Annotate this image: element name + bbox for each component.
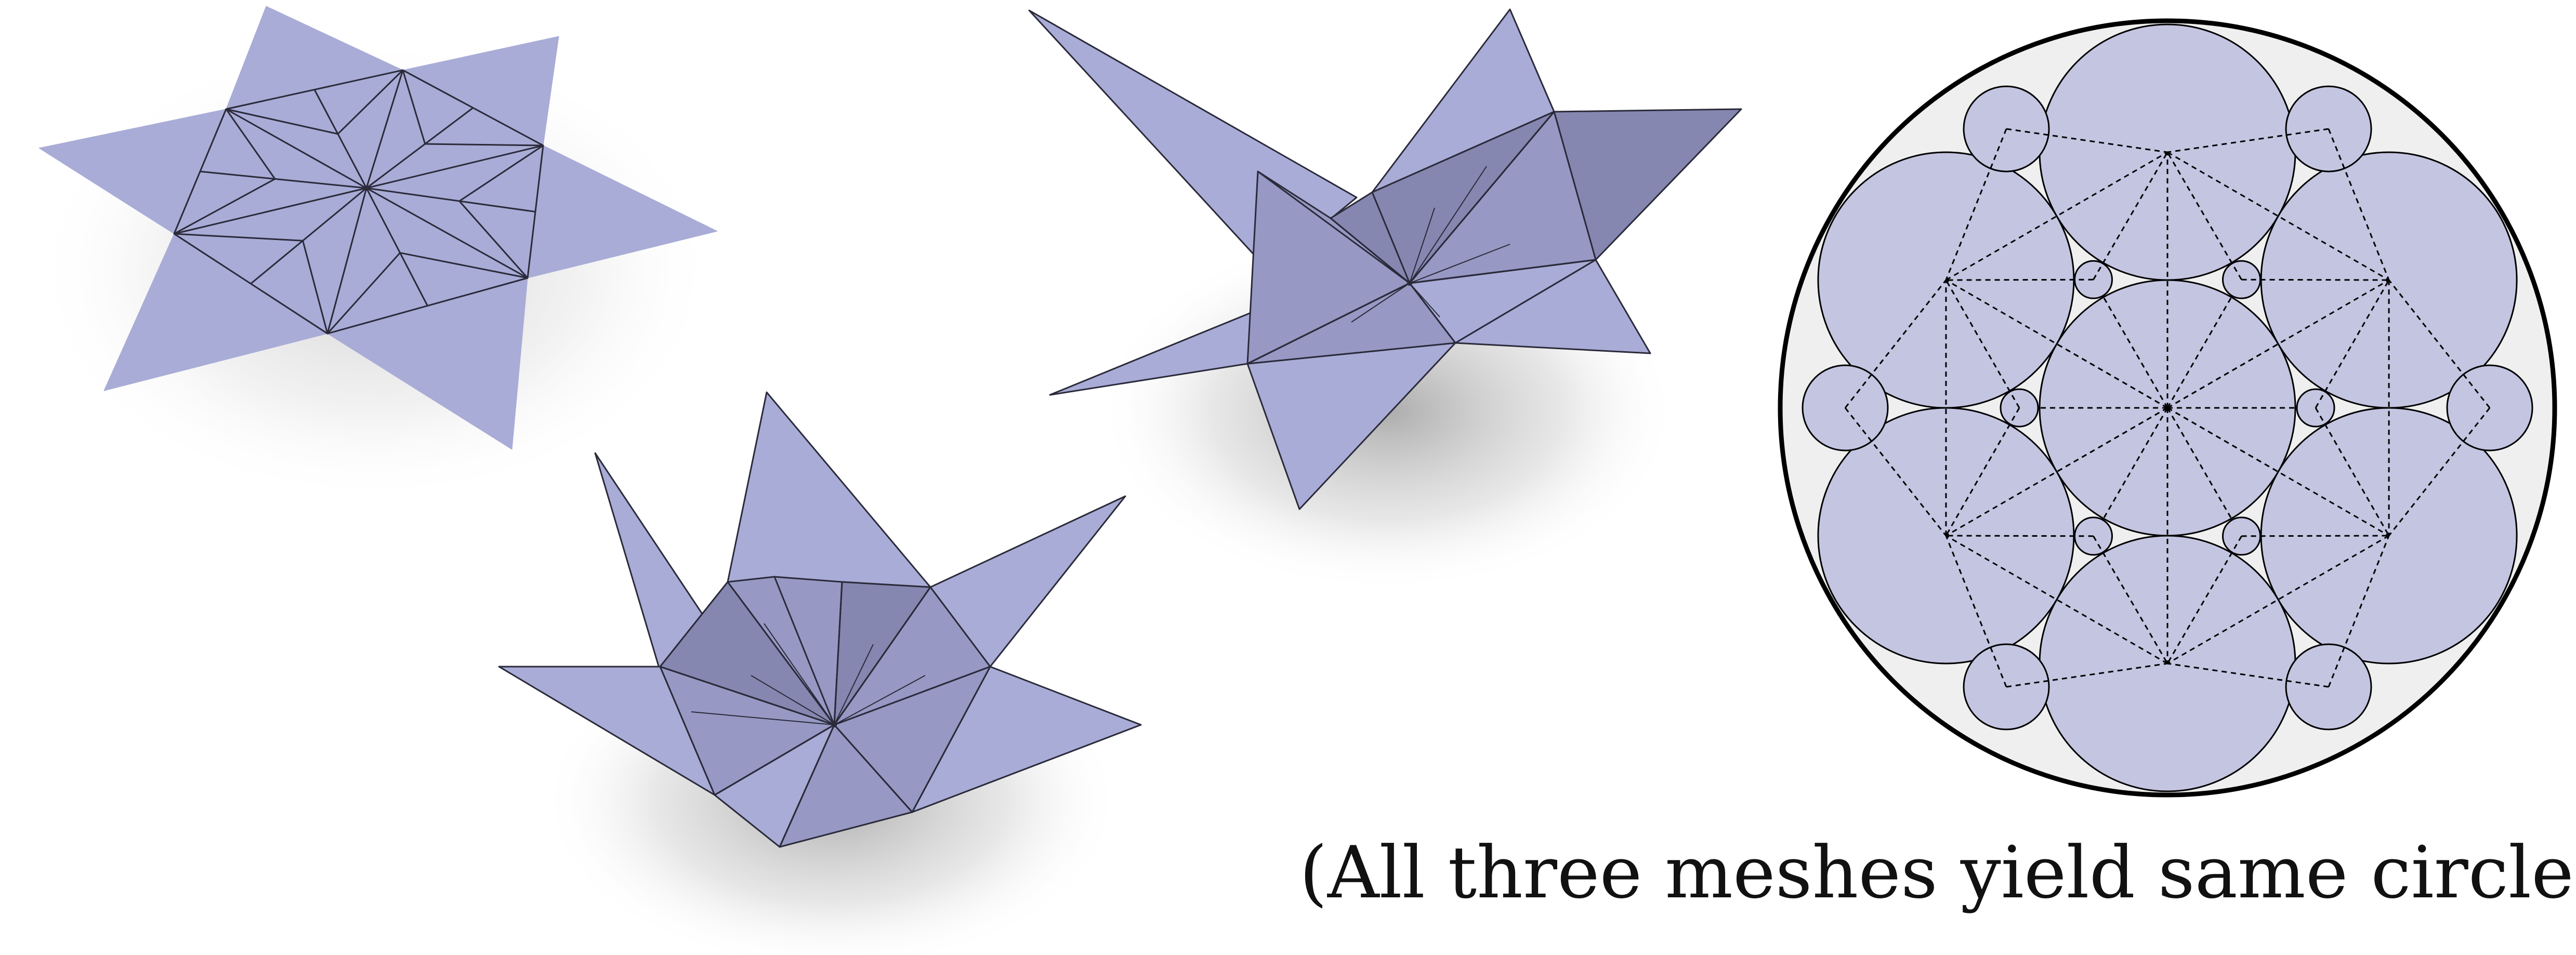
center-vertex xyxy=(2164,405,2171,411)
center-vertex xyxy=(364,185,369,191)
circle-packing xyxy=(1780,21,2555,795)
center-vertex xyxy=(1407,281,1412,286)
center-vertex xyxy=(832,722,837,727)
folded-bird-mesh xyxy=(1029,9,1741,592)
flat-star-mesh xyxy=(31,6,717,504)
flap xyxy=(728,392,930,587)
folded-cup-mesh xyxy=(499,392,1141,955)
figure-caption: (All three meshes yield same circle pack… xyxy=(1299,821,2573,925)
